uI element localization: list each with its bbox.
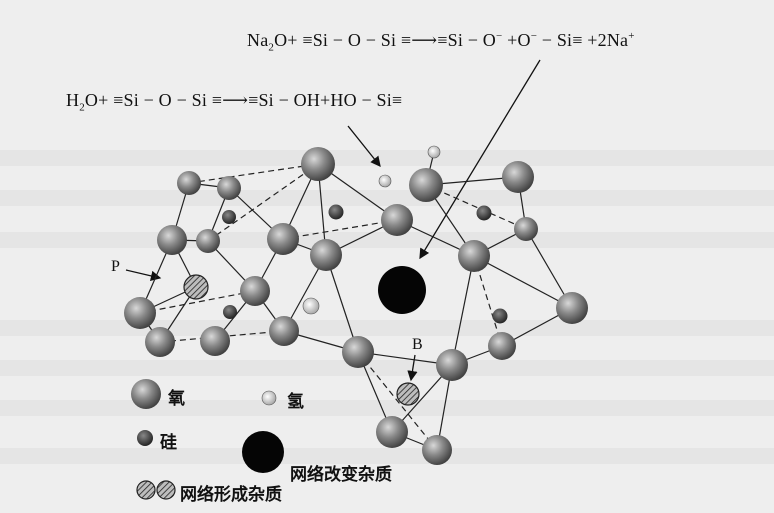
legend-oxygen-swatch: [131, 379, 161, 409]
oxygen-atom: [342, 336, 374, 368]
oxygen-atom: [240, 276, 270, 306]
oxygen-atom: [310, 239, 342, 271]
arrow-P: [125, 269, 162, 281]
legend-modifier-label: 网络改变杂质: [290, 465, 392, 485]
equation-water: H2O+ ≡Si − O − Si ≡⟶≡Si − OH+HO − Si≡: [66, 90, 403, 114]
oxygen-atom: [301, 147, 335, 181]
oxygen-atom: [381, 204, 413, 236]
oxygen-atom: [422, 435, 452, 465]
oxygen-atom: [436, 349, 468, 381]
oxygen-atom: [376, 416, 408, 448]
label-P: P: [111, 258, 120, 275]
oxygen-atom: [267, 223, 299, 255]
oxygen-atom: [514, 217, 538, 241]
silicon-atoms: [222, 204, 508, 324]
legend-silicon-label: 硅: [160, 433, 177, 453]
arrow-to-hydrogen: [347, 125, 381, 168]
oxygen-atom: [556, 292, 588, 324]
oxygen-atoms: [124, 147, 588, 465]
silicon-atom: [492, 308, 508, 324]
oxygen-atom: [124, 297, 156, 329]
hydrogen-atom: [302, 297, 320, 315]
legend-former-label: 网络形成杂质: [180, 485, 282, 505]
oxygen-atom: [145, 327, 175, 357]
oxygen-atom: [196, 229, 220, 253]
arrow-B: [407, 354, 418, 382]
oxygen-atom: [269, 316, 299, 346]
legend-silicon-swatch: [137, 430, 153, 446]
oxygen-atom: [157, 225, 187, 255]
hydrogen-atom: [378, 174, 392, 188]
silicon-atom: [223, 305, 237, 319]
impurity-P: [183, 274, 209, 300]
legend-hydrogen-label: 氢: [287, 392, 304, 412]
hydrogen-atoms: [302, 145, 441, 315]
oxygen-atom: [488, 332, 516, 360]
legend-modifier-swatch: [242, 431, 284, 473]
silicon-atom: [476, 205, 492, 221]
legend-former-swatch-1: [136, 480, 156, 500]
legend-former-swatch-2: [156, 480, 176, 500]
oxygen-atom: [177, 171, 201, 195]
network-modifier-impurity: [378, 266, 426, 314]
arrow-to-modifier: [419, 59, 541, 260]
oxygen-atom: [458, 240, 490, 272]
hydrogen-atom: [427, 145, 441, 159]
legend-oxygen-label: 氧: [168, 389, 185, 409]
oxygen-atom: [502, 161, 534, 193]
silicon-atom: [222, 210, 236, 224]
impurity-B: [396, 382, 420, 406]
oxygen-atom: [200, 326, 230, 356]
network-former-impurities: [183, 274, 420, 406]
label-B: B: [412, 336, 423, 353]
oxygen-atom: [409, 168, 443, 202]
silicon-atom: [328, 204, 344, 220]
legend-hydrogen-swatch: [261, 390, 277, 406]
equation-sodium-oxide: Na2O+ ≡Si − O − Si ≡⟶≡Si − O− +O− − Si≡ …: [247, 30, 635, 54]
oxygen-atom: [217, 176, 241, 200]
legend: [131, 379, 284, 500]
